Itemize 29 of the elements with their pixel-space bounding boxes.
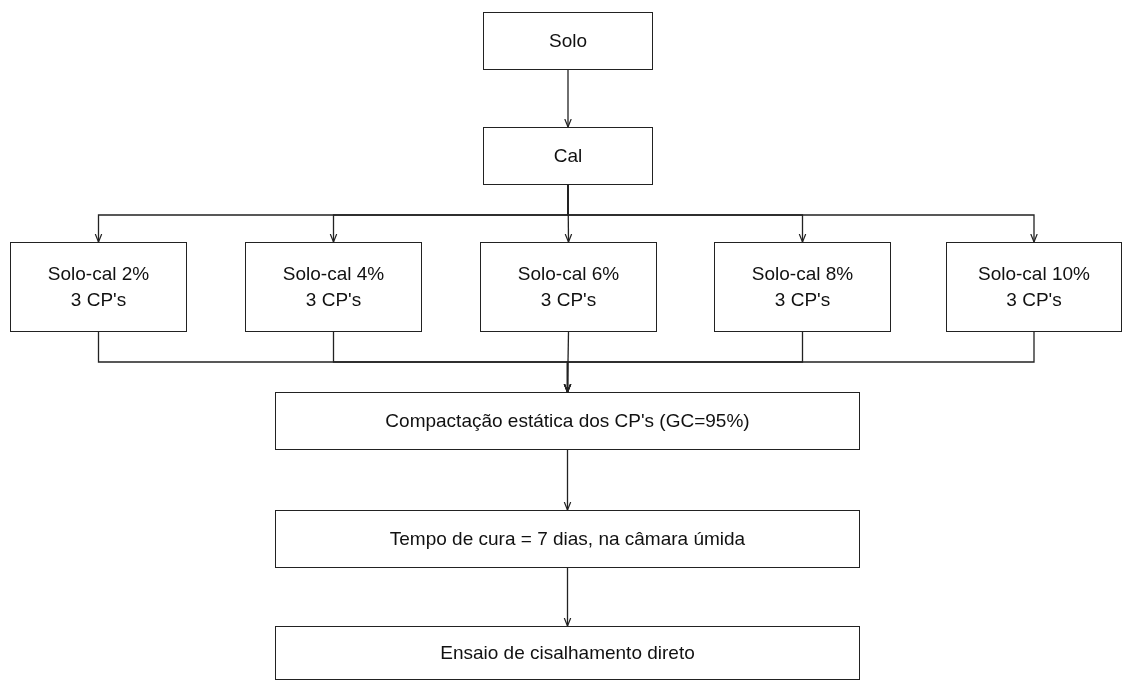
box-text: 3 CP's xyxy=(1006,288,1062,312)
process-box xyxy=(10,242,187,332)
process-box xyxy=(714,242,891,332)
box-text: 3 CP's xyxy=(70,288,127,312)
process-box xyxy=(275,510,860,568)
box-text: Solo-cal 6% xyxy=(517,262,620,287)
arrow xyxy=(564,69,572,128)
process-box xyxy=(480,242,657,332)
box-text: Solo-cal 8% xyxy=(751,262,854,287)
process-box xyxy=(275,392,860,450)
arrow xyxy=(563,567,572,627)
arrow xyxy=(563,449,572,511)
process-box xyxy=(275,626,860,680)
box-text: Solo-cal 4% xyxy=(282,262,385,287)
box-text: Cal xyxy=(553,144,583,169)
process-box xyxy=(245,242,422,332)
box-text: Solo-cal 2% xyxy=(47,262,150,287)
arrow xyxy=(563,331,1035,393)
box-text: Solo xyxy=(549,29,587,54)
box-text: Compactação estática dos CP's (GC=95%) xyxy=(385,409,750,434)
box-text: 3 CP's xyxy=(540,288,597,312)
box-text: 3 CP's xyxy=(774,288,831,312)
box-text: Solo-cal 10% xyxy=(978,262,1090,287)
box-text: 3 CP's xyxy=(305,288,362,312)
process-box xyxy=(483,127,653,185)
process-box xyxy=(483,12,653,70)
box-text: Tempo de cura = 7 dias, na câmara úmida xyxy=(389,527,746,552)
box-text: Ensaio de cisalhamento direto xyxy=(440,641,695,666)
process-box xyxy=(946,242,1122,332)
